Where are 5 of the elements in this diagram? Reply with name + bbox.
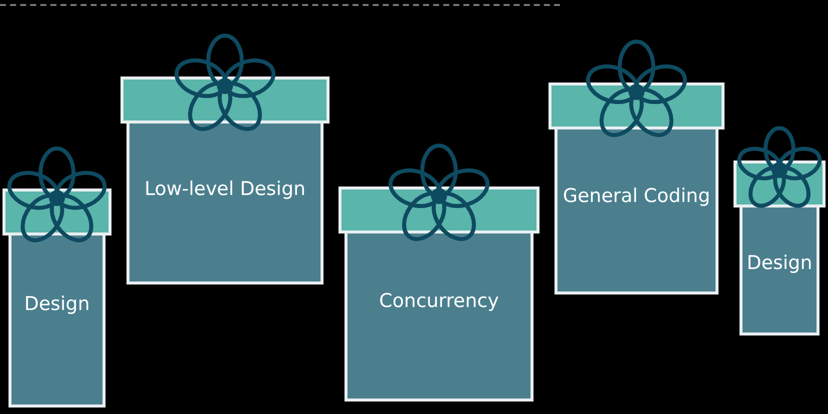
box-label: Low-level Design <box>143 176 307 202</box>
box-label: Design <box>746 251 814 276</box>
box-label: Design <box>23 292 91 318</box>
box-label: Concurrency <box>378 289 500 314</box>
box-label: General Coding <box>562 184 712 210</box>
